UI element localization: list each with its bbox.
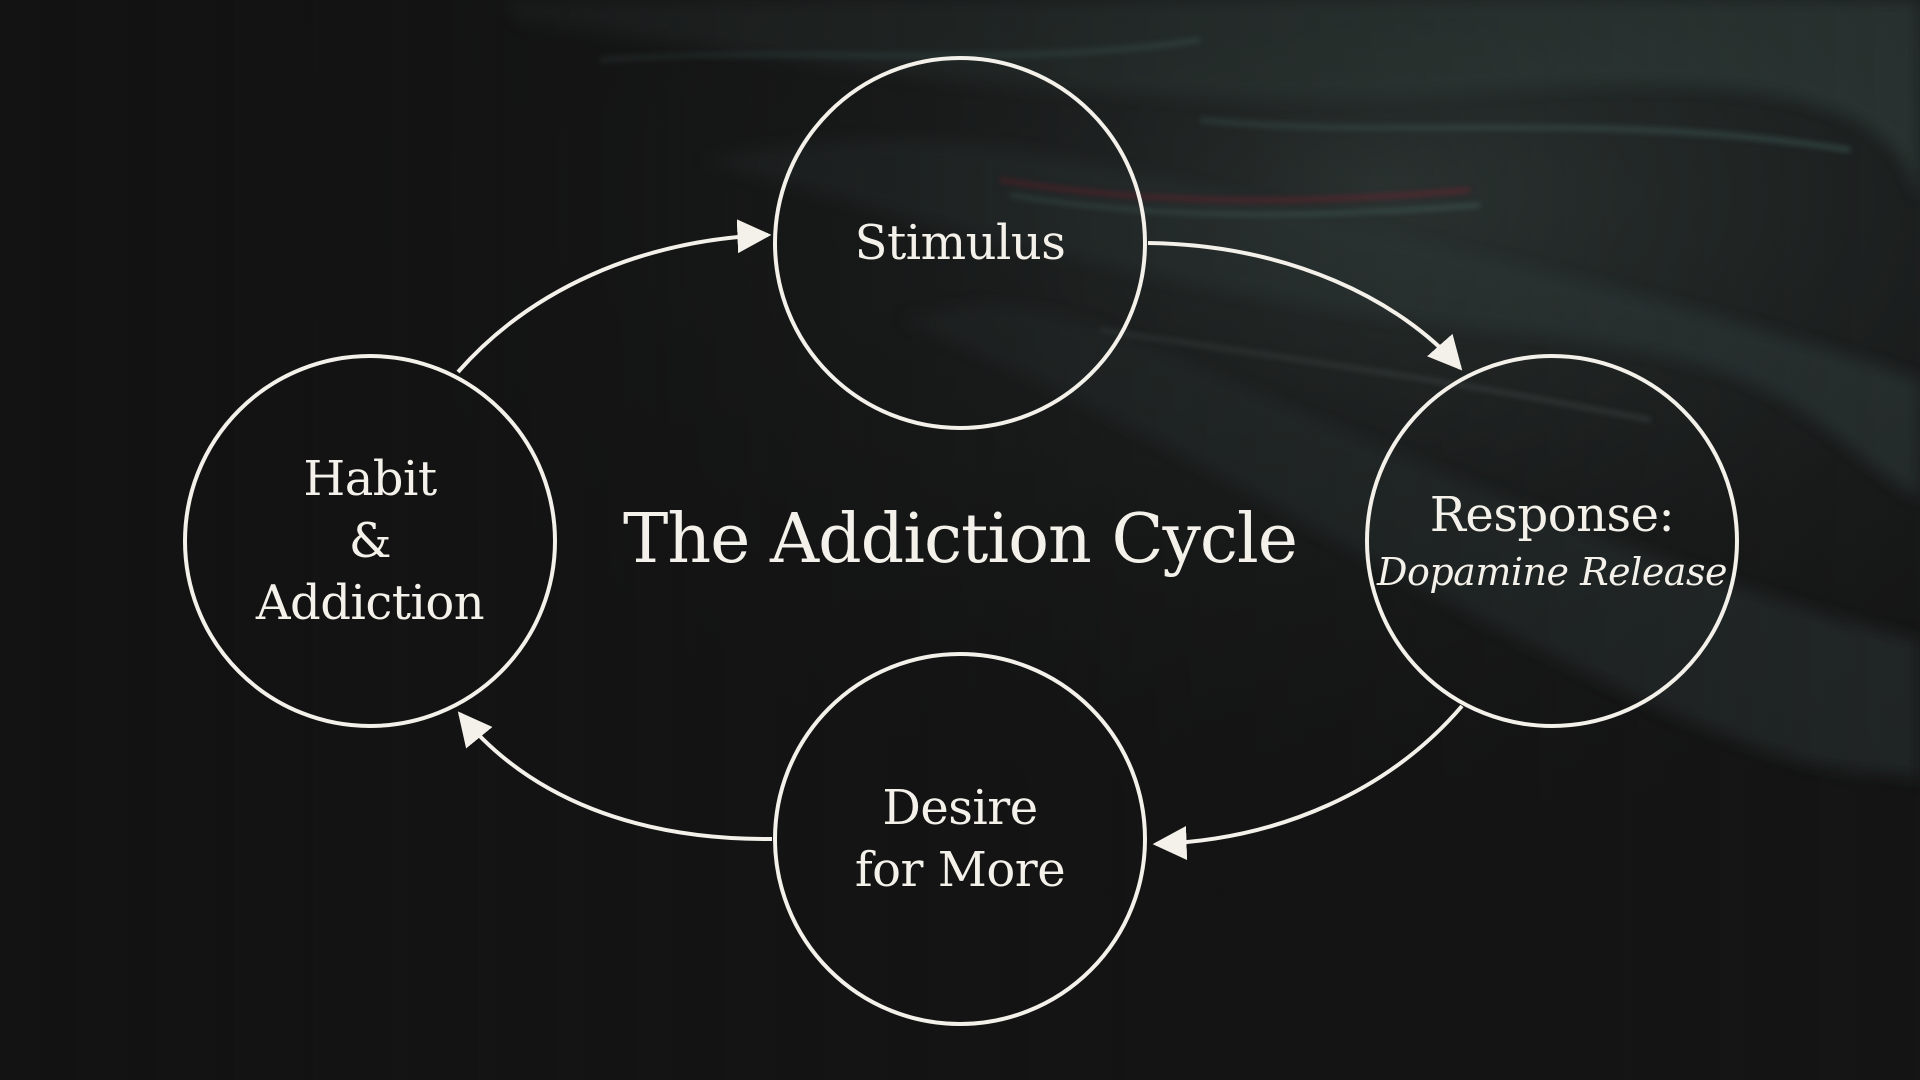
stimulus-circle [773, 56, 1147, 430]
habit-circle [183, 354, 557, 728]
node-habit: Habit & Addiction [185, 356, 555, 726]
arrow-stimulus-to-response [1147, 241, 1463, 371]
node-response: Response: Dopamine Release [1367, 356, 1737, 726]
diagram-title: The Addiction Cycle [623, 500, 1298, 579]
arrow-habit-to-stimulus [456, 219, 772, 374]
response-subtitle: Dopamine Release [1377, 550, 1727, 594]
response-label: Response: [1429, 487, 1675, 543]
habit-label-line-1: Habit [303, 451, 437, 507]
desire-label-line-2: for More [854, 842, 1066, 898]
response-circle [1365, 354, 1739, 728]
desire-label-line-1: Desire [882, 780, 1038, 836]
stimulus-label: Stimulus [854, 215, 1066, 271]
desire-circle [773, 652, 1147, 1026]
node-stimulus: Stimulus [775, 58, 1145, 428]
habit-label-line-3: Addiction [255, 575, 485, 631]
arrow-response-to-desire [1152, 704, 1464, 860]
habit-label-line-2: & [348, 513, 392, 569]
node-desire: Desire for More [775, 654, 1145, 1024]
arrow-desire-to-habit [457, 711, 773, 842]
